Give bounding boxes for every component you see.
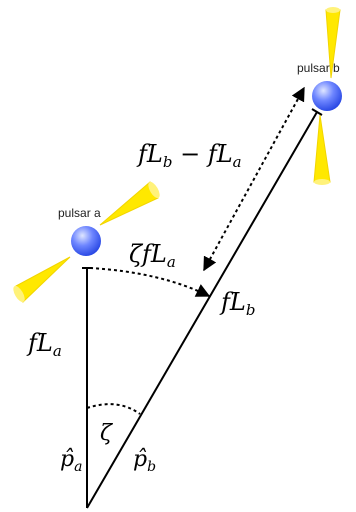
pulsar-b-beam-bottom-cap	[314, 179, 330, 185]
line-fLb-endcap	[311, 108, 323, 116]
label-zeta-fLa: ζfLa	[129, 240, 176, 271]
pulsar-a-beam-bottom-cap	[13, 285, 25, 303]
diff-arrow	[203, 86, 305, 272]
pulsar-b-beam-top-cap	[326, 7, 340, 13]
pulsar-b-label: pulsar b	[297, 61, 340, 75]
pulsar-a-label: pulsar a	[58, 206, 101, 220]
pulsar-b-beam-bottom	[313, 114, 331, 183]
pulsar-a-beam-bottom	[15, 256, 71, 303]
label-pa-hat: p̂a	[60, 447, 82, 475]
pulsar-b-sphere	[312, 81, 342, 111]
pulsar-a-beam-top-cap	[148, 181, 160, 199]
line-fLb	[86, 111, 318, 509]
zeta-arc-small	[86, 403, 141, 415]
label-fLa: fLa	[26, 329, 62, 360]
label-fLb: fLb	[219, 288, 255, 319]
label-fLb-minus-fLa: fLb − fLa	[136, 140, 242, 171]
label-zeta: ζ	[100, 421, 114, 446]
zeta-fLa-arc	[89, 267, 211, 297]
pulsar-a-sphere	[71, 226, 101, 256]
label-pb-hat: p̂b	[133, 447, 156, 475]
